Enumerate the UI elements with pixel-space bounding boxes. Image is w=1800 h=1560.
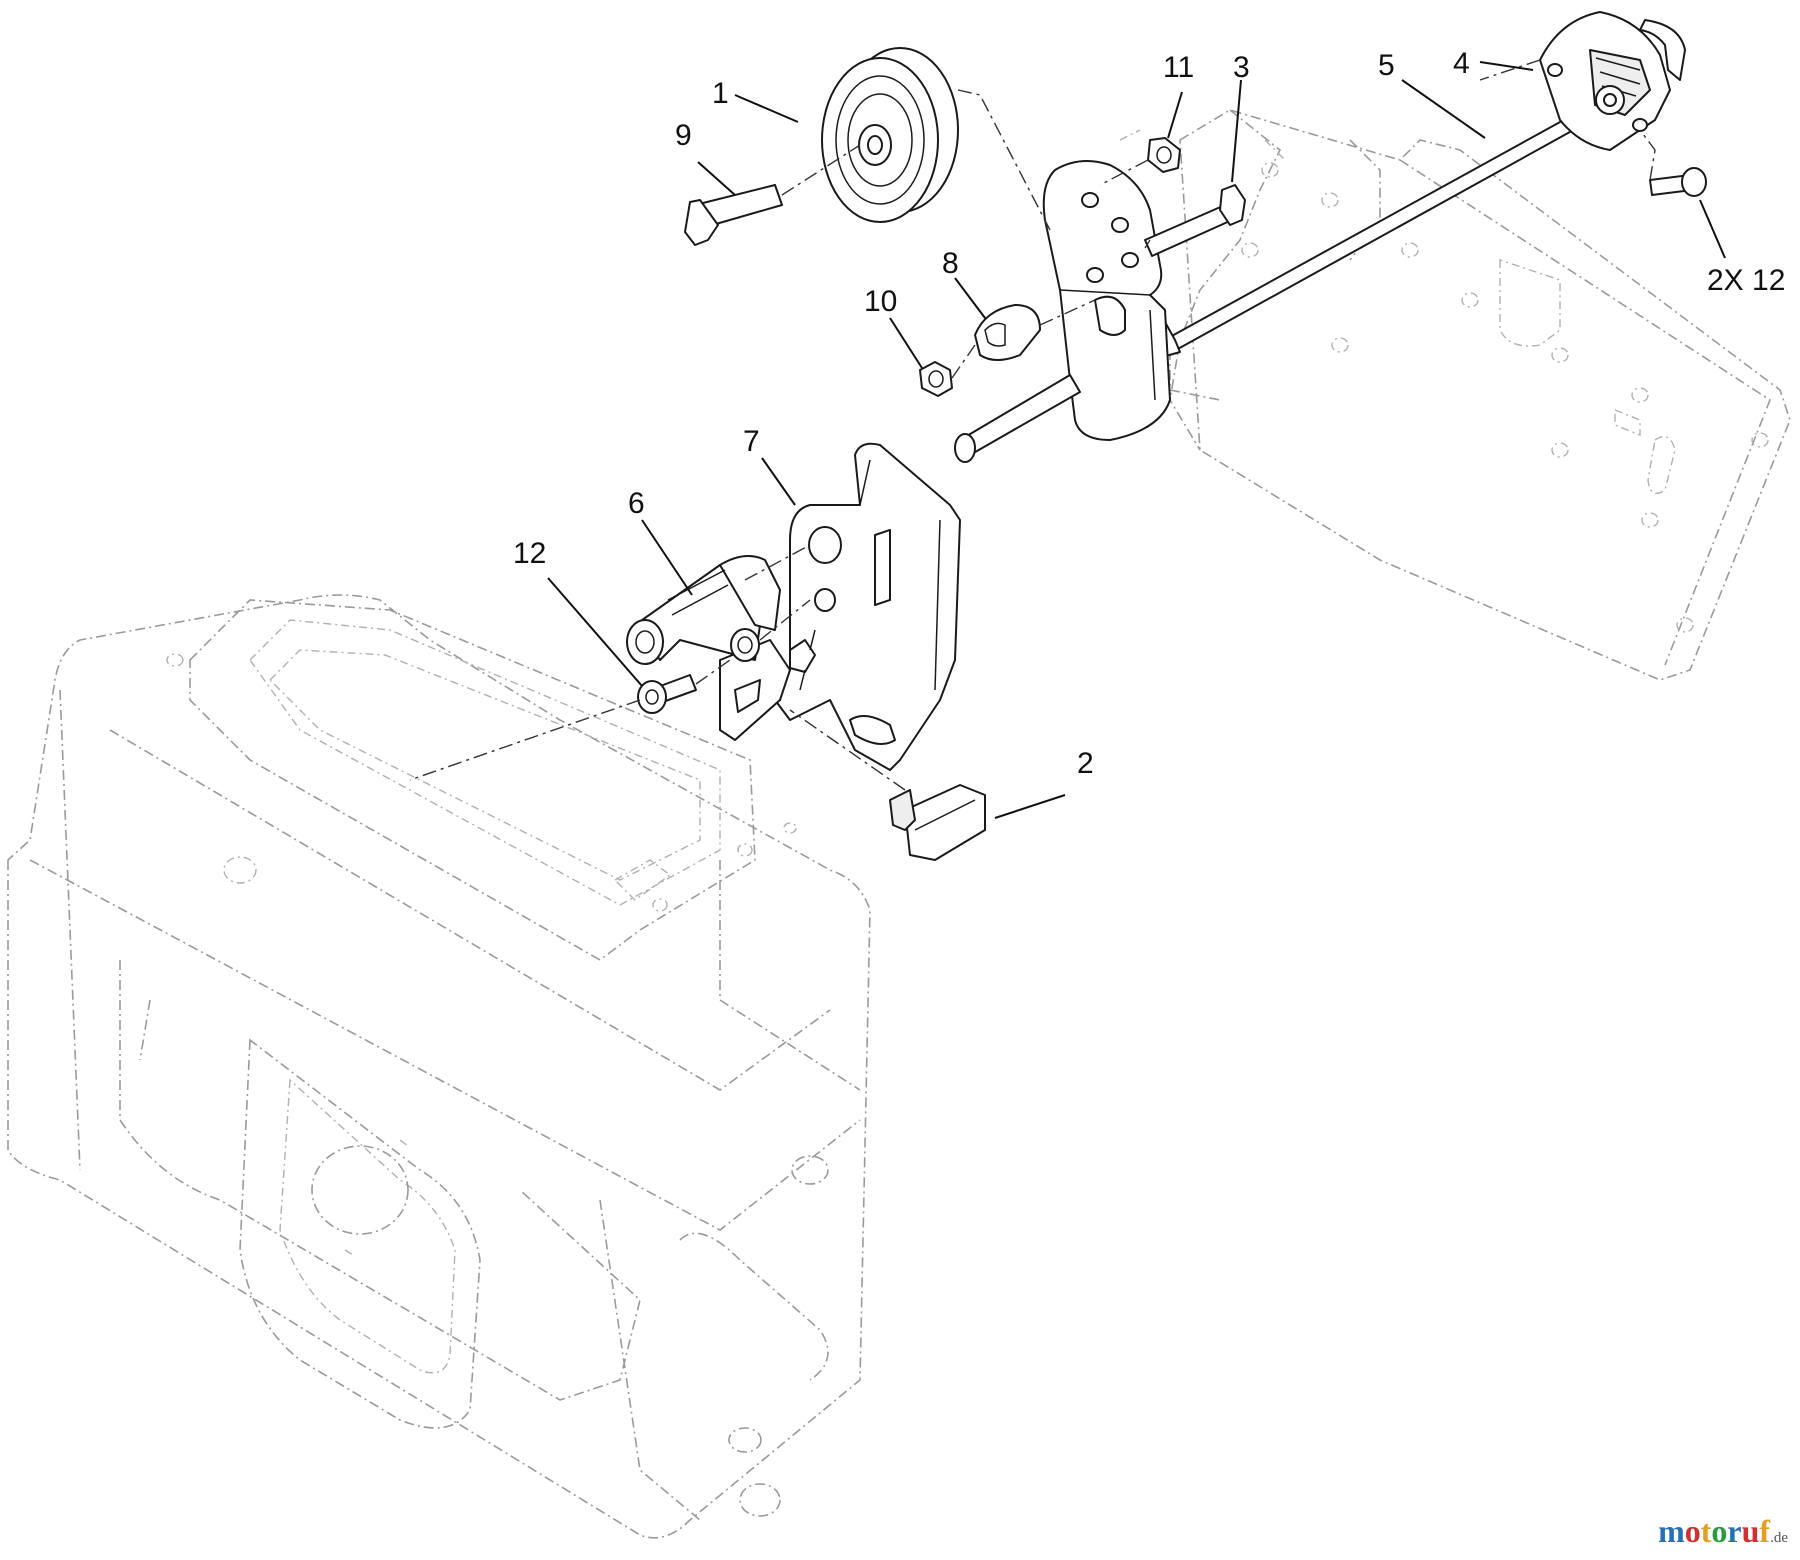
callout-6: 6	[628, 487, 645, 520]
callout-2: 2	[1077, 747, 1094, 780]
leader-9	[697, 161, 736, 196]
callout-3: 3	[1233, 51, 1250, 84]
nut-part-11	[1099, 137, 1181, 186]
bolt-part-9	[684, 144, 861, 246]
leader-6	[641, 519, 693, 596]
watermark-letter: o	[1711, 1513, 1728, 1549]
watermark-letter: o	[1684, 1513, 1701, 1549]
callout-labels: 1 2 3 4 5 6 7 8 9 10 11 12 2X 12	[513, 47, 1785, 780]
leader-4	[1479, 61, 1534, 71]
callout-2x12: 2X 12	[1707, 264, 1785, 297]
nut-part-10	[919, 344, 976, 397]
callout-4: 4	[1453, 47, 1470, 80]
leader-7	[761, 457, 796, 506]
lever-bracket-part-7	[719, 442, 961, 771]
idler-bracket-upper	[954, 160, 1171, 463]
leader-lines	[547, 61, 1726, 819]
leader-3	[1231, 79, 1242, 183]
callout-12: 12	[513, 537, 546, 570]
callout-1: 1	[712, 77, 729, 110]
callout-8: 8	[942, 247, 959, 280]
watermark-letter: f	[1759, 1513, 1771, 1549]
pulley-part-1	[821, 47, 1051, 231]
shaft-part-5	[1155, 99, 1607, 357]
callout-7: 7	[743, 425, 760, 458]
motoruf-watermark-logo: motoruf.de	[1658, 1513, 1788, 1550]
auger-housing-ghost	[7, 594, 871, 1539]
leader-2	[994, 794, 1066, 819]
watermark-suffix: .de	[1770, 1530, 1788, 1546]
callout-9: 9	[675, 119, 692, 152]
watermark-letter: u	[1741, 1513, 1760, 1549]
watermark-letter: m	[1658, 1513, 1685, 1549]
leader-11	[1167, 91, 1183, 139]
shaft-sleeve-part-6	[626, 544, 811, 665]
bushing-part-8	[974, 299, 1096, 361]
callout-10: 10	[864, 285, 897, 318]
bolt-part-3	[1144, 184, 1246, 257]
callout-5: 5	[1378, 49, 1395, 82]
leader-12	[547, 577, 643, 687]
bolt-part-12	[409, 659, 731, 781]
callout-11: 11	[1163, 51, 1194, 84]
leader-1	[734, 94, 799, 123]
leader-8	[954, 277, 986, 319]
pad-part-2	[789, 709, 986, 861]
bearing-bracket-part-4	[1479, 11, 1686, 151]
watermark-letter: r	[1727, 1513, 1742, 1549]
leader-2x12	[1699, 199, 1726, 259]
leader-5	[1401, 79, 1486, 139]
leader-10	[889, 317, 923, 369]
bolt-2x12	[1639, 129, 1707, 197]
watermark-letter: t	[1700, 1513, 1712, 1549]
